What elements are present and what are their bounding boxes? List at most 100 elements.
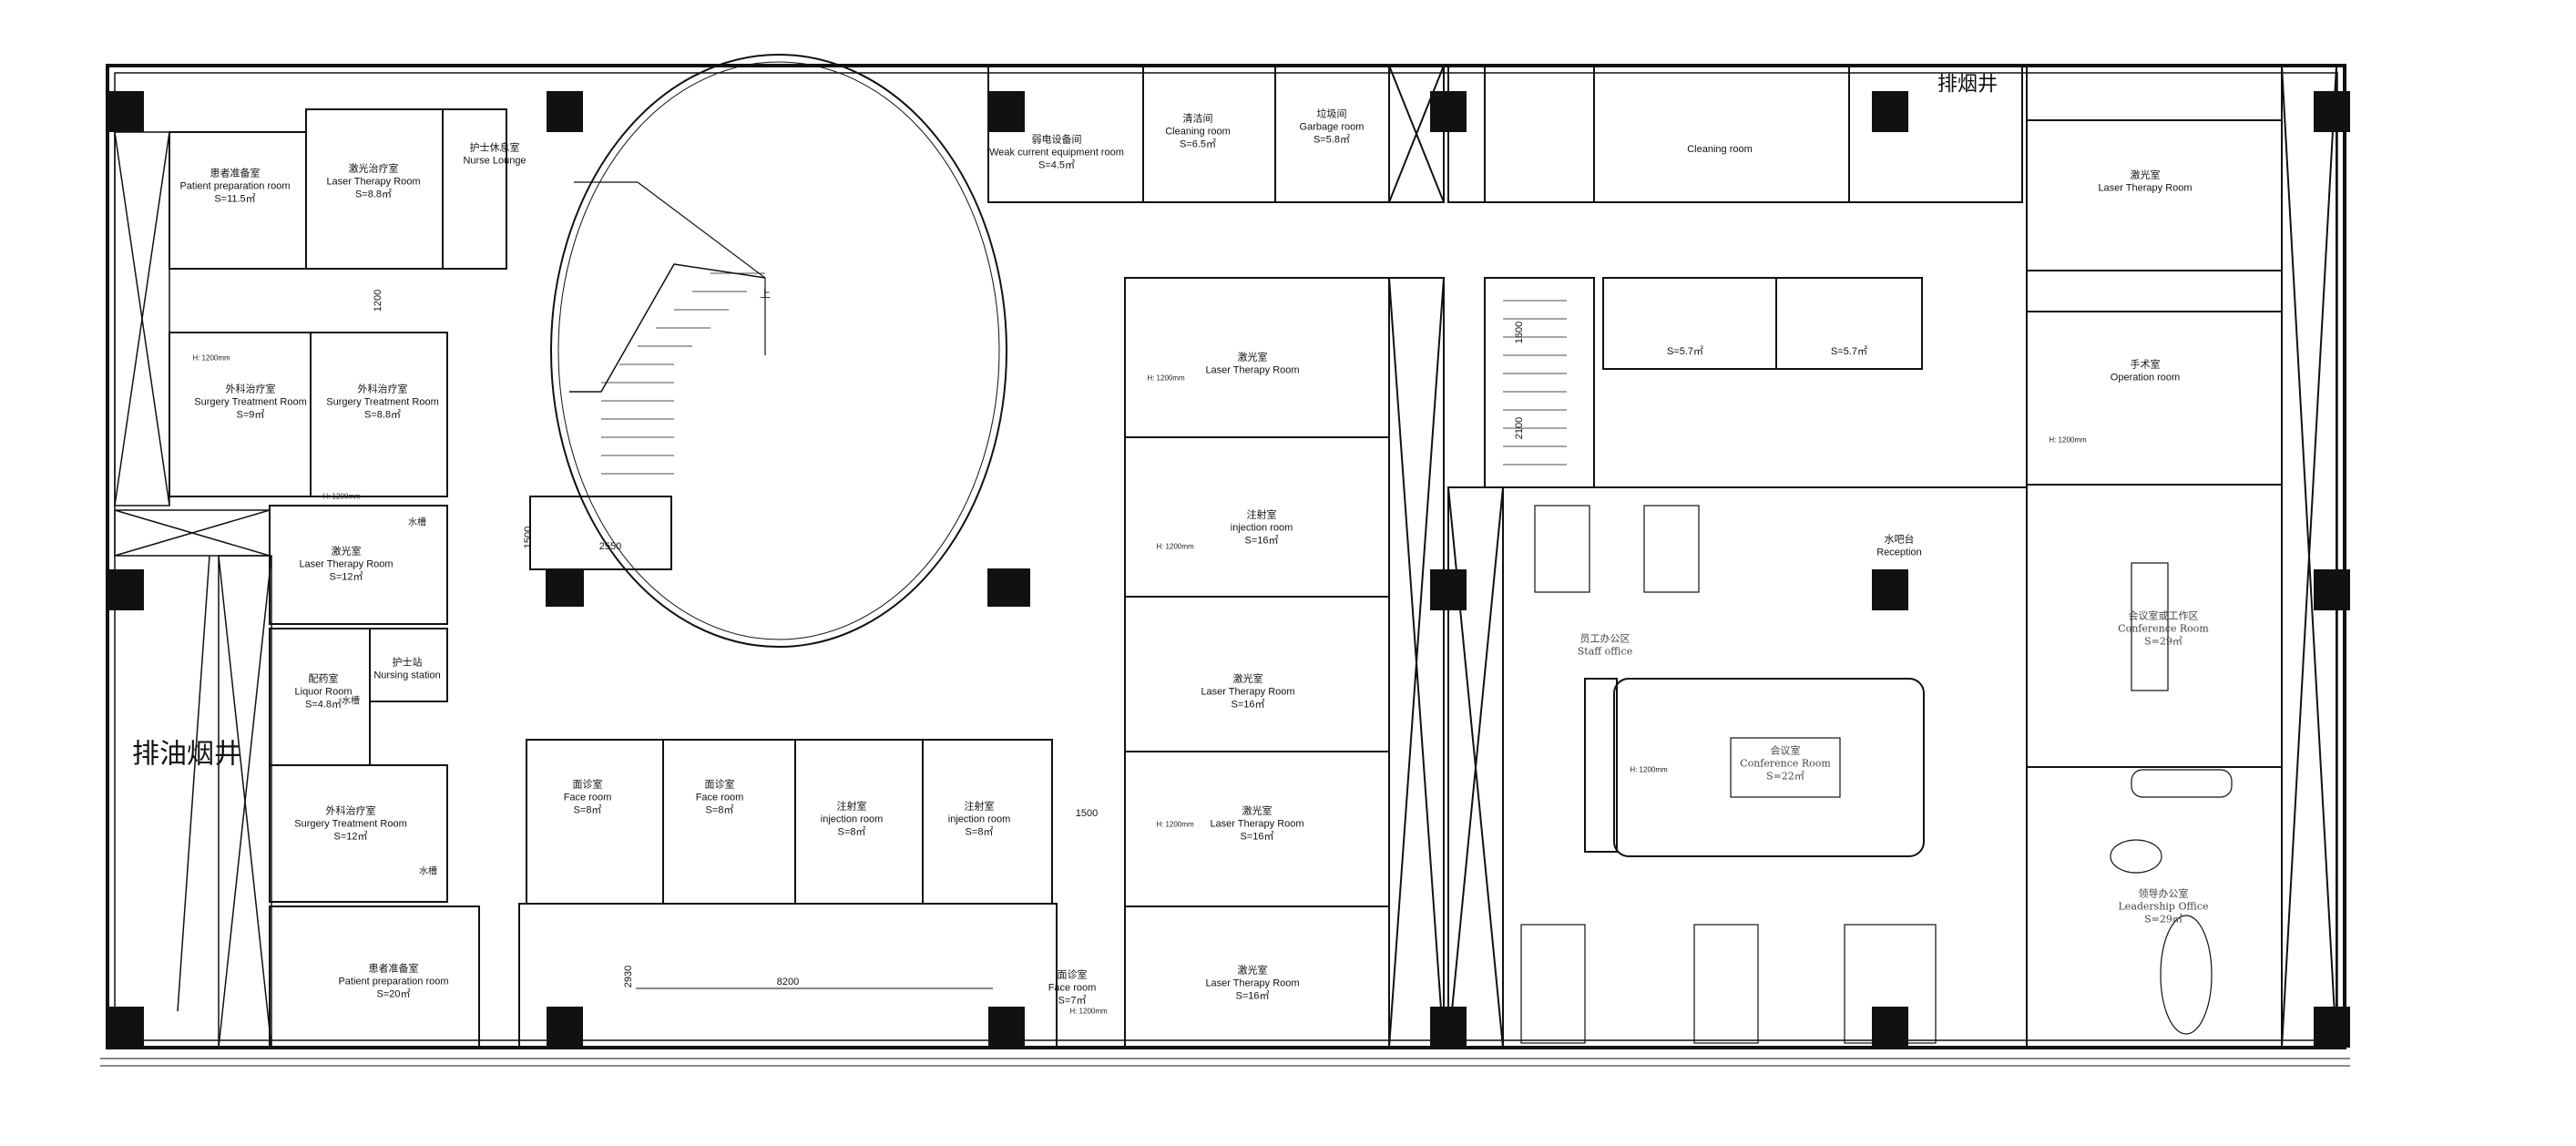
room-zh: 水吧台 [1884, 534, 1915, 546]
room-label-laser-c1: 激光室 Laser Therapy Room [1205, 352, 1299, 377]
room-label-laser-c3: 激光室 Laser Therapy Room S=16㎡ [1210, 805, 1303, 843]
room-zh: 护士站 [392, 657, 423, 669]
room-area: S=11.5㎡ [214, 192, 256, 204]
room-label-nurse-lounge: 护士休息室 Nurse Lounge [463, 142, 526, 168]
height-tag: H: 1200mm [1147, 373, 1185, 383]
room-en: Leadership Office [2118, 900, 2209, 913]
room-zh: 会议室或工作区 [2128, 609, 2199, 622]
room-area: S=12㎡ [329, 570, 363, 582]
right-rooms [2026, 65, 2337, 1049]
basin-note-2: 水槽 [342, 696, 360, 707]
room-label-leadership: 领导办公室 Leadership Office S=29㎡ [2119, 887, 2209, 925]
smoke-shaft-top-label: 排烟井 [1937, 71, 1998, 97]
room-area: S=16㎡ [1240, 830, 1274, 842]
room-label-nursing-station: 护士站 Nursing station [373, 657, 440, 682]
top-left-rooms [169, 108, 507, 1049]
room-label-operation: 手术室 Operation room [2111, 359, 2180, 384]
room-zh: 激光室 [1242, 805, 1273, 817]
room-en: injection room [1230, 522, 1293, 534]
room-zh: 面诊室 [1057, 969, 1088, 981]
room-label-laser-tl: 激光治疗室 Laser Therapy Room S=8.8㎡ [326, 163, 420, 200]
height-tag: H: 1200mm [1156, 542, 1194, 551]
room-area: S=29㎡ [2144, 634, 2182, 647]
room-en: Laser Therapy Room [1205, 364, 1300, 375]
atrium [529, 54, 1030, 648]
room-zh: 激光室 [2130, 169, 2161, 181]
room-label-conference-right: 会议室或工作区 Conference Room S=29㎡ [2118, 609, 2209, 647]
room-zh: 外科治疗室 [325, 805, 376, 817]
room-label-small-2: S=5.7㎡ [1831, 346, 1867, 359]
room-zh: 激光室 [1237, 965, 1268, 977]
room-en: Surgery Treatment Room [194, 396, 307, 408]
room-zh: 员工办公区 [1579, 632, 1630, 645]
room-label-injection-2: 注射室 injection room S=8㎡ [948, 801, 1010, 838]
room-en: Laser Therapy Room [2098, 182, 2193, 193]
room-en: Laser Therapy Room [1201, 686, 1295, 698]
room-en: Staff office [1577, 645, 1633, 657]
center-laser-rooms [1124, 277, 1445, 1049]
height-tag: H: 1200mm [192, 353, 230, 363]
columns [107, 91, 2350, 1048]
room-zh: 患者准备室 [210, 168, 261, 179]
room-label-face-2: 面诊室 Face room S=8㎡ [696, 779, 744, 816]
dim-stair-width: 2550 [598, 541, 622, 552]
room-area: S=8㎡ [573, 803, 602, 815]
height-tag: H: 1200mm [2049, 435, 2087, 445]
height-tag: H: 1200mm [322, 492, 361, 501]
basin-note-3: 水槽 [419, 866, 437, 877]
room-area: S=8.8㎡ [363, 408, 402, 420]
room-en: Laser Therapy Room [1205, 977, 1300, 989]
room-label-liquor: 配药室 Liquor Room S=4.8㎡ [295, 673, 353, 711]
dim-stair-height: 1500 [523, 526, 534, 549]
room-area: S=12㎡ [333, 830, 368, 842]
shaft-zh: 排烟井 [1937, 72, 1998, 96]
room-en: Garbage room [1299, 121, 1365, 133]
bottom-middle-rooms [518, 739, 1058, 1049]
furniture [1520, 505, 2233, 1044]
room-area: S=20㎡ [376, 987, 411, 999]
room-en: Cleaning room [1687, 144, 1753, 156]
room-area: S=5.7㎡ [1830, 346, 1868, 358]
room-area: S=8.8㎡ [354, 188, 393, 200]
shaft-zh: 排油烟井 [132, 739, 241, 770]
room-zh: 外科治疗室 [225, 384, 276, 395]
room-zh: 面诊室 [704, 779, 735, 791]
room-label-surgery-1: 外科治疗室 Surgery Treatment Room S=9㎡ [194, 384, 307, 421]
room-en: Conference Room [1740, 757, 1831, 770]
room-en: Reception [1876, 547, 1922, 558]
room-en: Patient preparation room [338, 976, 449, 987]
room-label-cleaning-1: 清洁间 Cleaning room S=6.5㎡ [1165, 113, 1231, 150]
room-zh: 领导办公室 [2138, 887, 2189, 900]
room-en: Nursing station [373, 670, 441, 680]
room-en: Nurse Lounge [463, 155, 526, 166]
room-label-patient-prep-top: 患者准备室 Patient preparation room S=11.5㎡ [179, 168, 290, 205]
room-en: Surgery Treatment Room [294, 818, 407, 830]
room-label-reception: 水吧台 Reception [1876, 534, 1922, 559]
room-label-staff-office: 员工办公区 Staff office [1578, 632, 1632, 658]
dim-left-gap: 1200 [373, 289, 383, 312]
room-en: Face room [1048, 982, 1097, 994]
room-label-laser-left: 激光室 Laser Therapy Room S=12㎡ [299, 546, 393, 583]
height-tag: H: 1200mm [1630, 765, 1668, 774]
dim-stair2-a: 2100 [1514, 416, 1525, 440]
room-en: Laser Therapy Room [326, 176, 421, 188]
room-label-surgery-2: 外科治疗室 Surgery Treatment Room S=8.8㎡ [326, 384, 439, 421]
room-zh: 面诊室 [572, 779, 603, 791]
smoke-shaft-left-label: 排油烟井 [132, 737, 241, 772]
room-en: Conference Room [2118, 622, 2209, 635]
room-label-injection-c: 注射室 injection room S=16㎡ [1231, 509, 1293, 547]
room-zh: 护士休息室 [469, 142, 520, 154]
room-area: S=6.5㎡ [1179, 138, 1217, 149]
room-en: Cleaning room [1165, 126, 1231, 138]
room-en: injection room [820, 813, 884, 825]
room-label-garbage: 垃圾间 Garbage room S=5.8㎡ [1300, 108, 1365, 146]
room-label-weak-current: 弱电设备间 Weak current equipment room S=4.5㎡ [989, 134, 1124, 171]
room-area: S=4.8㎡ [304, 698, 342, 710]
dim-stair2-b: 1600 [1514, 321, 1525, 344]
room-zh: 弱电设备间 [1031, 134, 1082, 146]
room-label-face-1: 面诊室 Face room S=8㎡ [564, 779, 612, 816]
room-area: S=8㎡ [837, 825, 866, 837]
dim-corridor-length: 8200 [776, 977, 800, 987]
room-area: S=8㎡ [965, 825, 994, 837]
room-zh: 激光室 [1237, 352, 1268, 363]
